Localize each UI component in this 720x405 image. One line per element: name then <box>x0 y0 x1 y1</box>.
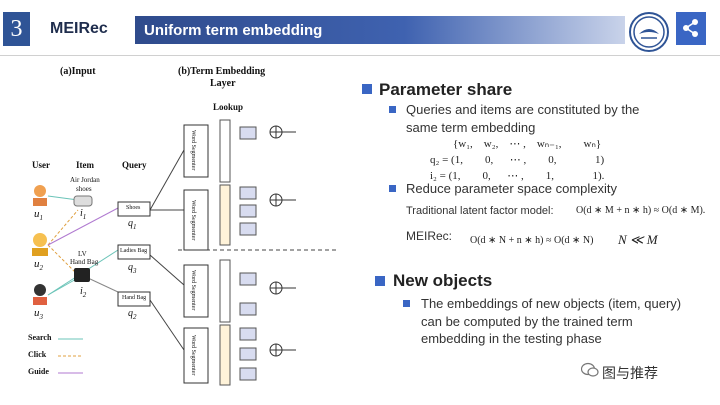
bullet <box>389 185 396 192</box>
panel-a-label: (a)Input <box>60 66 96 77</box>
slide-title: Uniform term embedding <box>144 22 323 39</box>
section-title-parameter-share: Parameter share <box>379 80 513 99</box>
bullet-text: Queries and items are constituted by the <box>406 102 640 117</box>
math-i2: i₂ = (1, 0, ⋯ , 1, 1). <box>430 170 605 182</box>
bullet <box>403 300 410 307</box>
panel-b-label-2: Layer <box>210 78 236 89</box>
user-3-label: u3 <box>34 307 43 322</box>
word-segmenter-2: Word Segmenter <box>190 200 196 241</box>
query-hand-bag: Hand Bag <box>122 295 147 301</box>
col-user-label: User <box>32 160 50 170</box>
math-q2: q₂ = (1, 0, ⋯ , 0, 1) <box>430 154 605 166</box>
item-1-symbol: i1 <box>80 208 87 221</box>
legend-guide: Guide <box>28 367 49 376</box>
query-1-symbol: q1 <box>128 218 137 231</box>
diagram-lines <box>32 119 338 386</box>
slide-number: 3 <box>3 12 30 46</box>
slide-header: 3 MEIRec Uniform term embedding <box>0 0 720 56</box>
model-diagram: (a)Input (b)Term Embedding Layer Lookup … <box>18 60 338 390</box>
traditional-label: Traditional latent factor model: <box>406 205 554 217</box>
bullet <box>389 106 396 113</box>
item-1-name: Air Jordan <box>70 176 100 184</box>
university-logo <box>629 12 669 52</box>
share-icon <box>683 19 698 37</box>
section-title-new-objects: New objects <box>393 271 493 290</box>
section-bullet-1 <box>362 84 372 94</box>
share-button[interactable] <box>676 12 706 45</box>
bullet-text-cont: can be computed by the trained term <box>421 314 633 329</box>
item-1-name-2: shoes <box>76 185 92 193</box>
header-divider <box>0 55 720 56</box>
item-2-name-2: Hand Bag <box>70 258 99 266</box>
traditional-formula: O(d ∗ M + n ∗ h) ≈ O(d ∗ M). <box>576 205 706 216</box>
panel-b-label: (b)Term Embedding <box>178 66 266 77</box>
math-term-set: {w₁, w₂, ⋯ , wₙ₋₁, wₙ} <box>453 138 602 150</box>
col-item-label: Item <box>76 160 94 170</box>
word-segmenter-4: Word Segmenter <box>190 335 196 376</box>
user-2-label: u2 <box>34 258 43 273</box>
title-bar <box>135 16 625 44</box>
seal-icon <box>633 16 665 48</box>
legend-search: Search <box>28 333 52 342</box>
bullet-text-cont: same term embedding <box>406 120 536 135</box>
user-1-label: u1 <box>34 208 43 223</box>
query-3-symbol: q3 <box>128 262 137 275</box>
query-2-symbol: q2 <box>128 308 137 321</box>
section-bullet-2 <box>375 276 385 286</box>
bullet-text-cont-2: embedding in the testing phase <box>421 331 602 346</box>
legend-click: Click <box>28 350 47 359</box>
watermark-text: 图与推荐 <box>602 365 658 381</box>
meirec-formula: O(d ∗ N + n ∗ h) ≈ O(d ∗ N) <box>470 235 594 246</box>
query-ladies-bag: Ladies Bag <box>120 248 148 254</box>
item-2-name: LV <box>78 250 87 258</box>
bullet-text: Reduce parameter space complexity <box>406 181 617 196</box>
bullet-text: The embeddings of new objects (item, que… <box>421 296 682 311</box>
word-segmenter-1: Word Segmenter <box>190 130 196 171</box>
inequality: N ≪ M <box>618 232 658 247</box>
lookup-label: Lookup <box>213 102 244 112</box>
col-query-label: Query <box>122 160 147 170</box>
item-2-symbol: i2 <box>80 286 87 299</box>
brand-label: MEIRec <box>50 20 108 37</box>
wechat-icon <box>581 362 599 377</box>
query-shoes: Shoes <box>126 205 141 211</box>
word-segmenter-3: Word Segmenter <box>190 270 196 311</box>
meirec-label: MEIRec: <box>406 229 453 243</box>
